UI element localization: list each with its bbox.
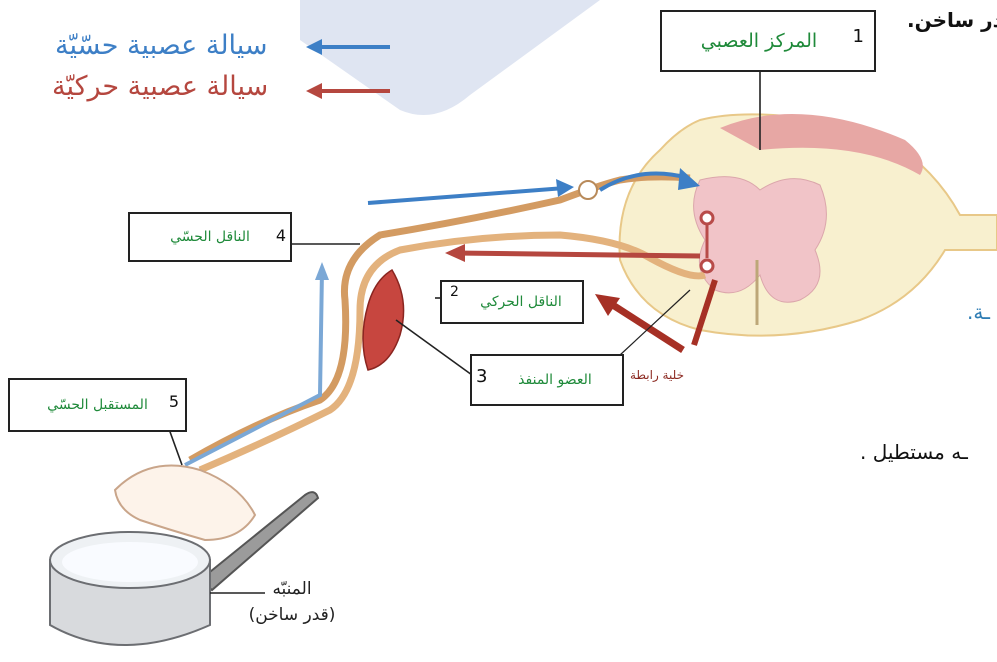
- label-stimulus: المنبّه (قدر ساخن): [232, 576, 352, 628]
- hand: [115, 466, 255, 541]
- muscle: [363, 270, 404, 370]
- edge-text-mid: ـة.: [967, 300, 990, 324]
- label-receptor-num: 5: [169, 392, 179, 411]
- label-effector-text: العضو المنفذ: [518, 372, 592, 388]
- label-sensory-neuron-text: الناقل الحسّي: [170, 229, 250, 245]
- label-receptor: 5 المستقبل الحسّي: [8, 378, 187, 432]
- sensory-arrow-limb: [185, 270, 322, 465]
- ganglion: [579, 181, 597, 199]
- background-shape: [300, 0, 600, 115]
- edge-text-top: قدر ساخن.: [907, 8, 997, 32]
- sensory-arrow-top: [368, 188, 565, 203]
- label-stimulus-line1: المنبّه: [232, 576, 352, 602]
- label-interneuron: خلية رابطة: [630, 368, 684, 382]
- label-sensory-neuron: 4 الناقل الحسّي: [128, 212, 292, 262]
- label-nerve-center-num: 1: [853, 26, 864, 47]
- label-receptor-text: المستقبل الحسّي: [47, 397, 148, 413]
- label-effector-num: 3: [476, 366, 487, 387]
- label-nerve-center: 1 المركز العصبي: [660, 10, 876, 72]
- label-effector: 3 العضو المنفذ: [470, 354, 624, 406]
- legend-motor-label: سيالة عصبية حركيّة: [52, 71, 268, 102]
- label-motor-neuron-num: 2: [450, 284, 459, 300]
- label-motor-neuron-text: الناقل الحركي: [480, 294, 562, 310]
- label-sensory-neuron-num: 4: [276, 226, 286, 245]
- label-nerve-center-text: المركز العصبي: [701, 30, 817, 52]
- label-motor-neuron: 2 الناقل الحركي: [440, 280, 584, 324]
- edge-text-lower: ـه مستطيل .: [860, 440, 968, 464]
- label-stimulus-line2: (قدر ساخن): [232, 602, 352, 628]
- legend-sensory-label: سيالة عصبية حسّيّة: [55, 30, 268, 61]
